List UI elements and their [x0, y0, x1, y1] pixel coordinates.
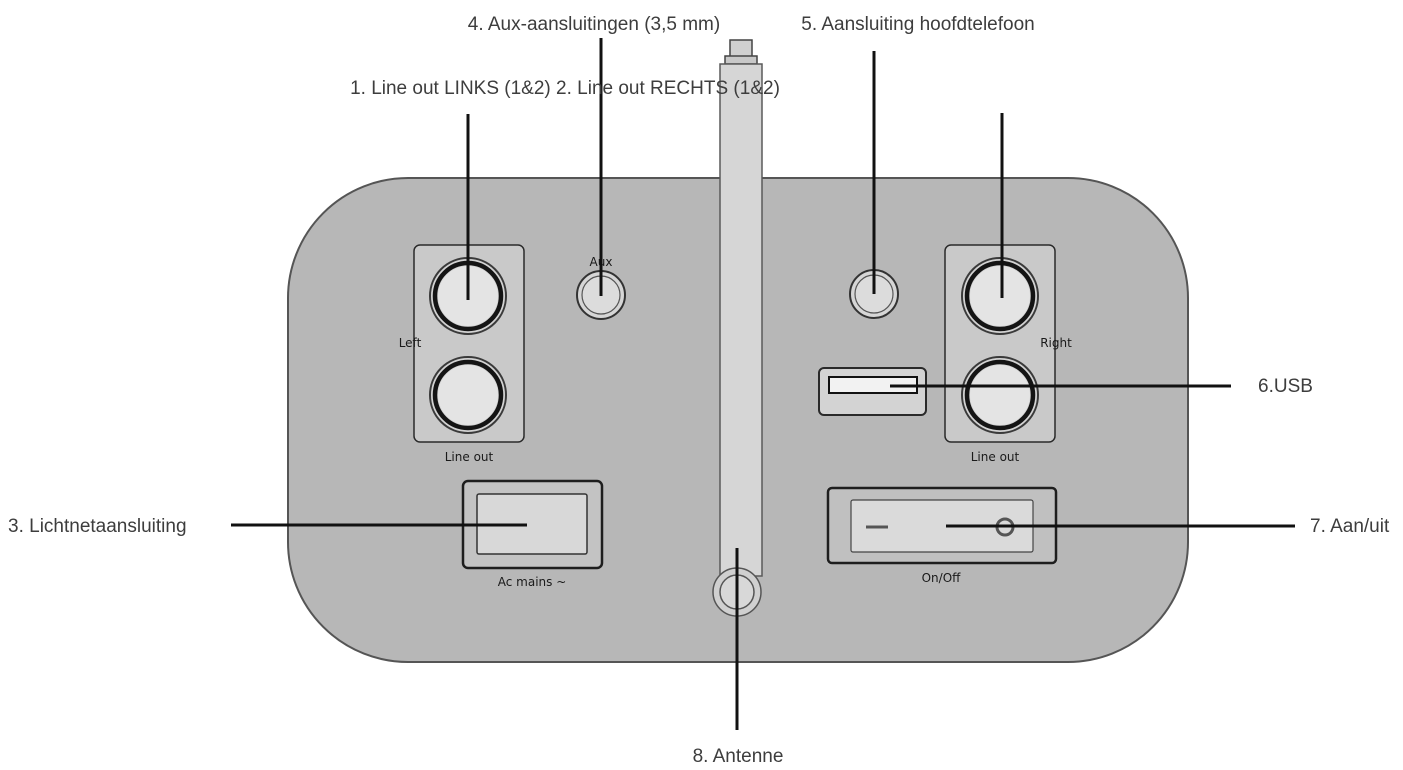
antenna	[712, 39, 763, 617]
usb-port	[818, 367, 927, 416]
callout-antenna: 8. Antenne	[693, 746, 784, 767]
callout-line-out: 1. Line out LINKS (1&2) 2. Line out RECH…	[350, 78, 780, 99]
callout-usb: 6.USB	[1258, 376, 1313, 397]
callout-power: 7. Aan/uit	[1310, 516, 1390, 537]
right-line-out-jack-2	[961, 356, 1039, 434]
ac-mains-socket	[461, 479, 604, 570]
line-out-right-label: Line out	[971, 450, 1020, 464]
ac-mains-label: Ac mains ~	[498, 575, 567, 589]
callout-mains: 3. Lichtnetaansluiting	[8, 516, 187, 537]
power-switch	[826, 486, 1058, 565]
callout-headphone: 5. Aansluiting hoofdtelefoon	[801, 14, 1034, 35]
right-line-out-jack-1	[961, 257, 1039, 335]
left-line-out-jack-2	[429, 356, 507, 434]
line-out-left-label: Line out	[445, 450, 494, 464]
left-label: Left	[399, 336, 422, 350]
on-off-label: On/Off	[922, 571, 962, 585]
right-label: Right	[1040, 336, 1072, 350]
callout-aux-connections: 4. Aux-aansluitingen (3,5 mm)	[468, 14, 720, 35]
